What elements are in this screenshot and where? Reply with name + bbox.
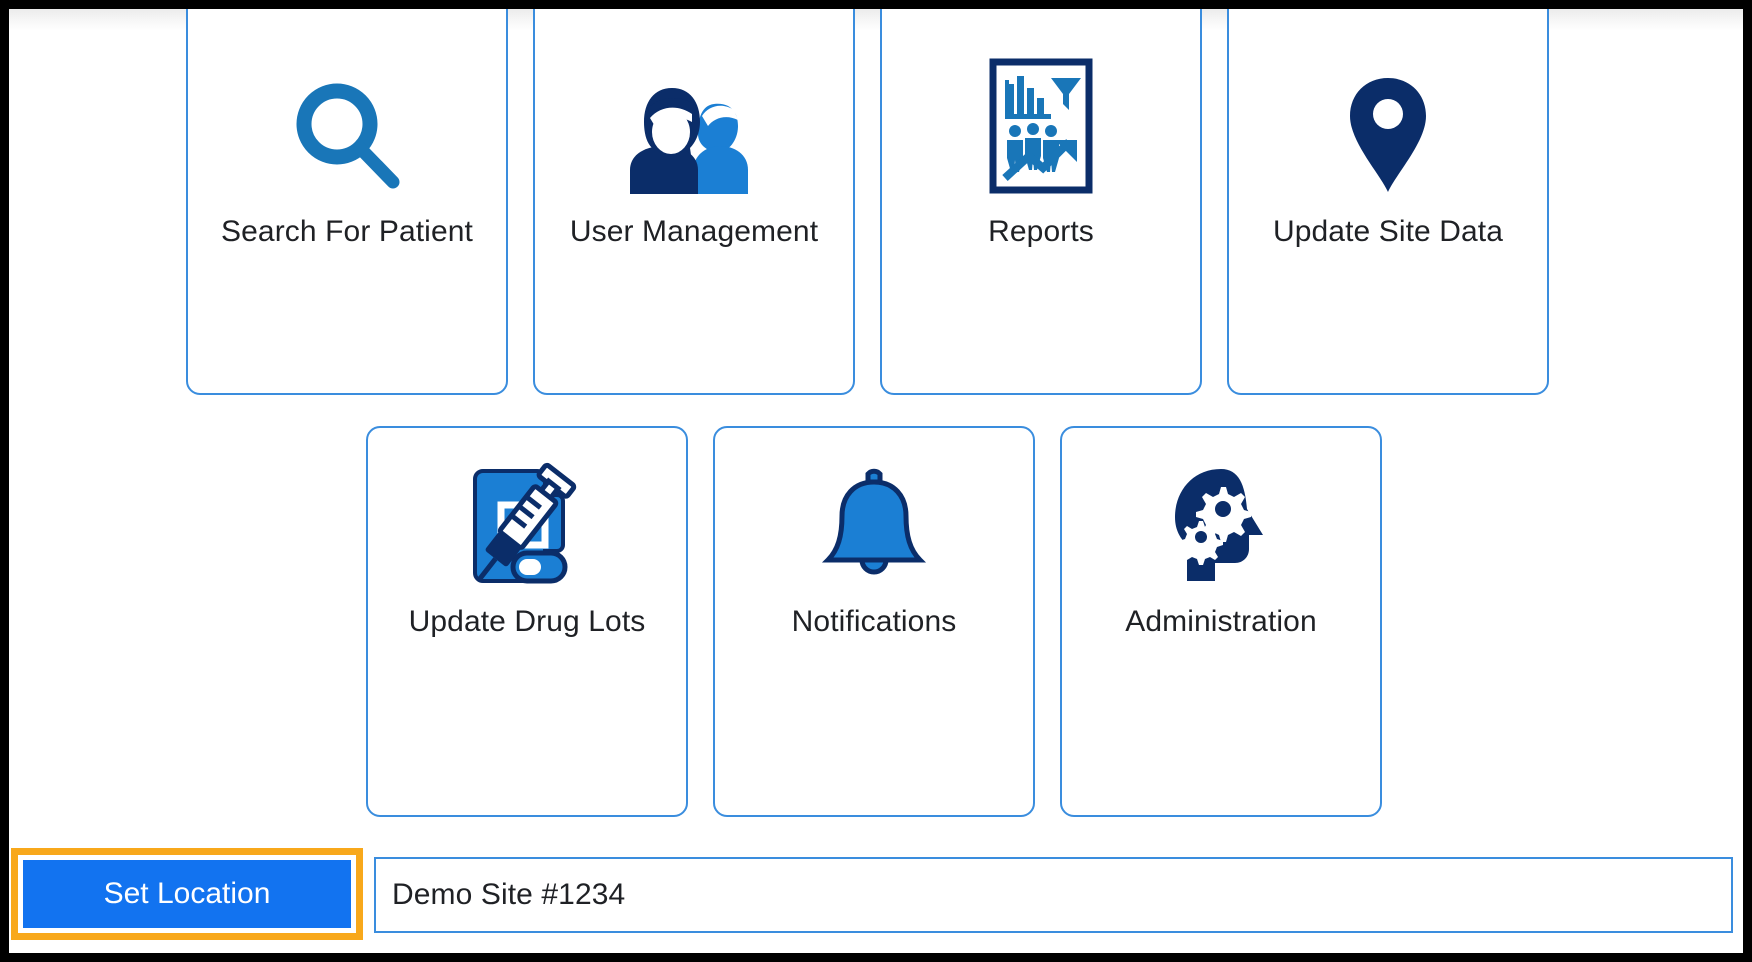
site-name-input[interactable]: Demo Site #1234 bbox=[374, 857, 1733, 933]
tile-notifications[interactable]: Notifications bbox=[713, 426, 1035, 817]
tile-search-for-patient[interactable]: Search For Patient bbox=[186, 9, 508, 395]
app-page: Search For Patient bbox=[9, 9, 1743, 953]
tile-label: User Management bbox=[569, 215, 819, 248]
tile-label: Notifications bbox=[791, 605, 957, 638]
map-pin-icon bbox=[1229, 71, 1547, 201]
magnifier-icon bbox=[188, 71, 506, 201]
tile-label: Reports bbox=[988, 215, 1094, 248]
two-users-icon bbox=[535, 71, 853, 201]
tile-update-site-data[interactable]: Update Site Data bbox=[1227, 9, 1549, 395]
set-location-focus-ring: Set Location bbox=[11, 848, 363, 940]
tile-administration[interactable]: Administration bbox=[1060, 426, 1382, 817]
set-location-button[interactable]: Set Location bbox=[23, 860, 351, 928]
tile-label: Update Site Data bbox=[1272, 215, 1504, 248]
head-gears-icon bbox=[1062, 460, 1380, 590]
report-document-chart-icon bbox=[882, 51, 1200, 201]
tile-label: Search For Patient bbox=[221, 215, 473, 248]
tile-label: Update Drug Lots bbox=[408, 605, 646, 638]
tile-reports[interactable]: Reports bbox=[880, 9, 1202, 395]
tile-label: Administration bbox=[1125, 605, 1317, 638]
bottom-location-bar: Set Location Demo Site #1234 bbox=[9, 827, 1743, 953]
vial-syringe-pill-icon bbox=[368, 460, 686, 590]
tile-user-management[interactable]: User Management bbox=[533, 9, 855, 395]
bell-icon bbox=[715, 460, 1033, 590]
tile-update-drug-lots[interactable]: Update Drug Lots bbox=[366, 426, 688, 817]
